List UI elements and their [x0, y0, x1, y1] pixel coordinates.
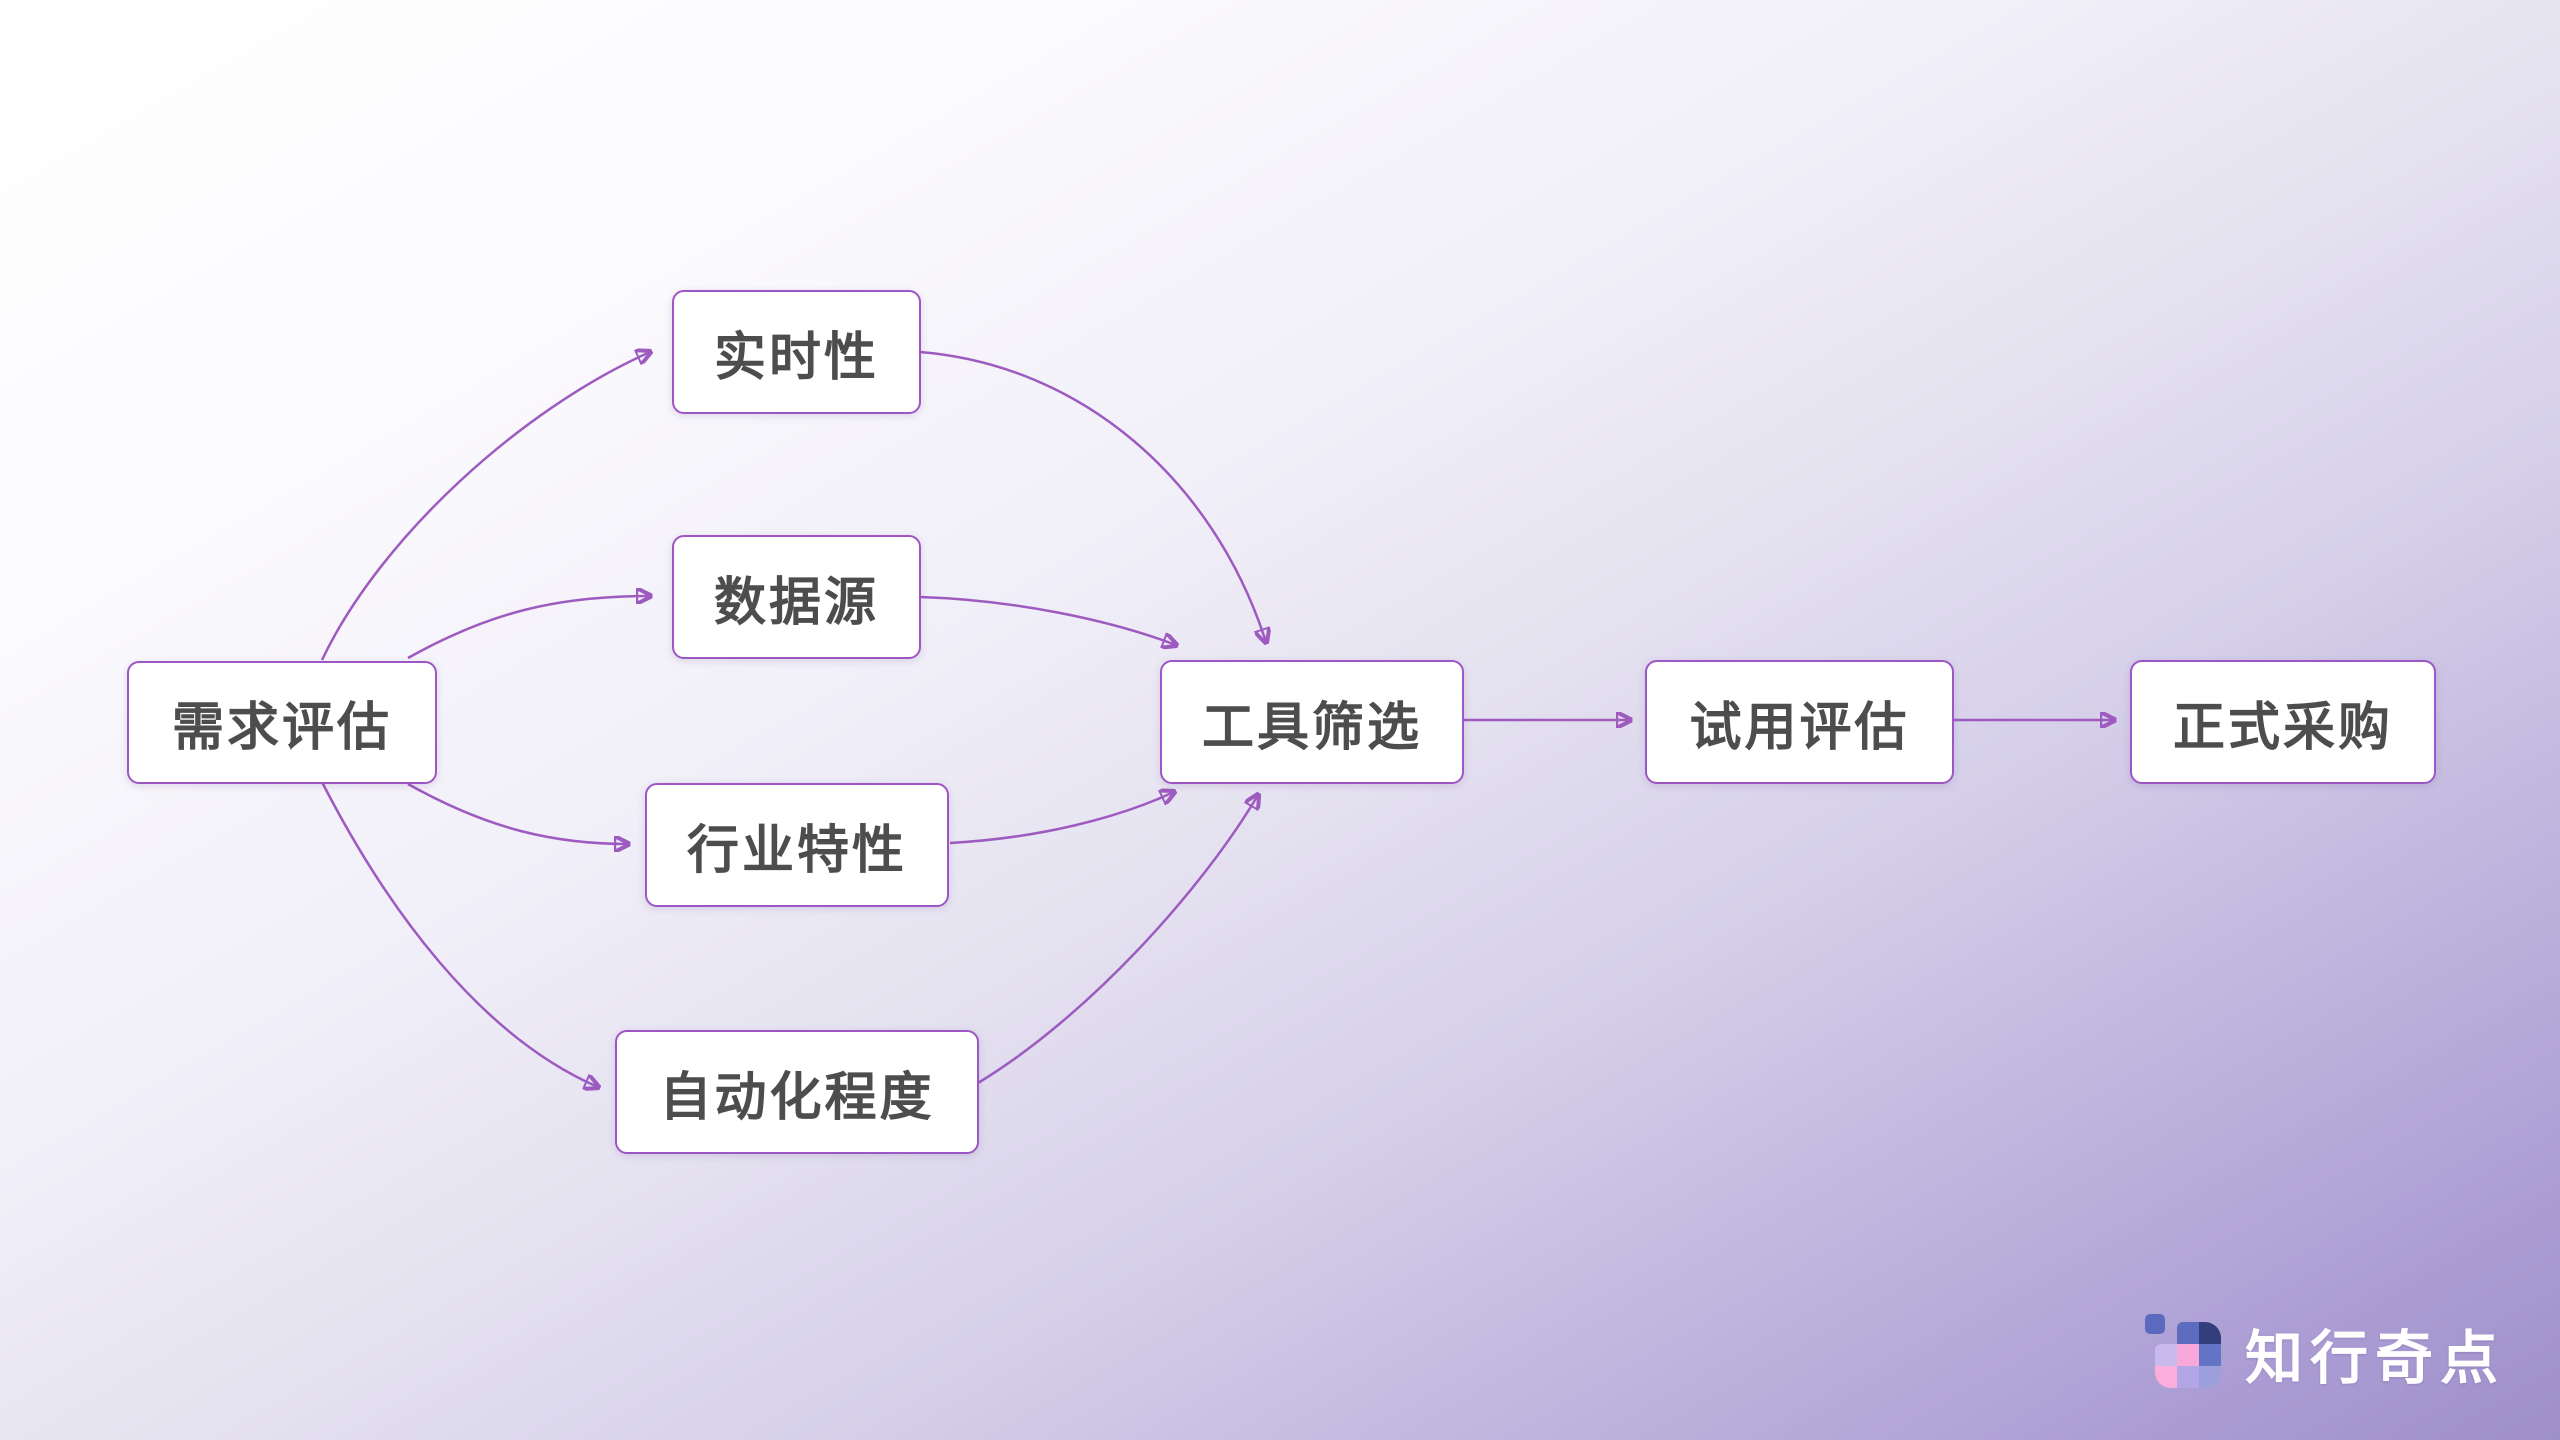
connector-needs-to-realtime: [320, 352, 650, 661]
connector-needs-to-industry: [407, 782, 628, 844]
node-data-source: 数据源: [672, 535, 921, 659]
node-needs-assessment: 需求评估: [127, 661, 437, 784]
node-formal-procurement: 正式采购: [2130, 660, 2436, 784]
node-automation-level: 自动化程度: [615, 1030, 979, 1154]
connector-needs-to-datasource: [407, 596, 650, 660]
connector-automation-to-tool: [977, 795, 1258, 1085]
brand-logo: 知行奇点: [2144, 1311, 2505, 1395]
node-tool-screening: 工具筛选: [1160, 660, 1464, 784]
node-trial-evaluation: 试用评估: [1645, 660, 1954, 784]
mosaic-grid-icon: [2144, 1314, 2223, 1388]
connector-realtime-to-tool: [919, 350, 1266, 642]
connector-industry-to-tool: [949, 792, 1174, 845]
connector-needs-to-automation: [320, 781, 598, 1087]
node-real-time: 实时性: [672, 290, 921, 414]
connector-datasource-to-tool: [919, 595, 1176, 645]
logo-text: 知行奇点: [2244, 1326, 2505, 1391]
node-industry-traits: 行业特性: [645, 783, 949, 907]
